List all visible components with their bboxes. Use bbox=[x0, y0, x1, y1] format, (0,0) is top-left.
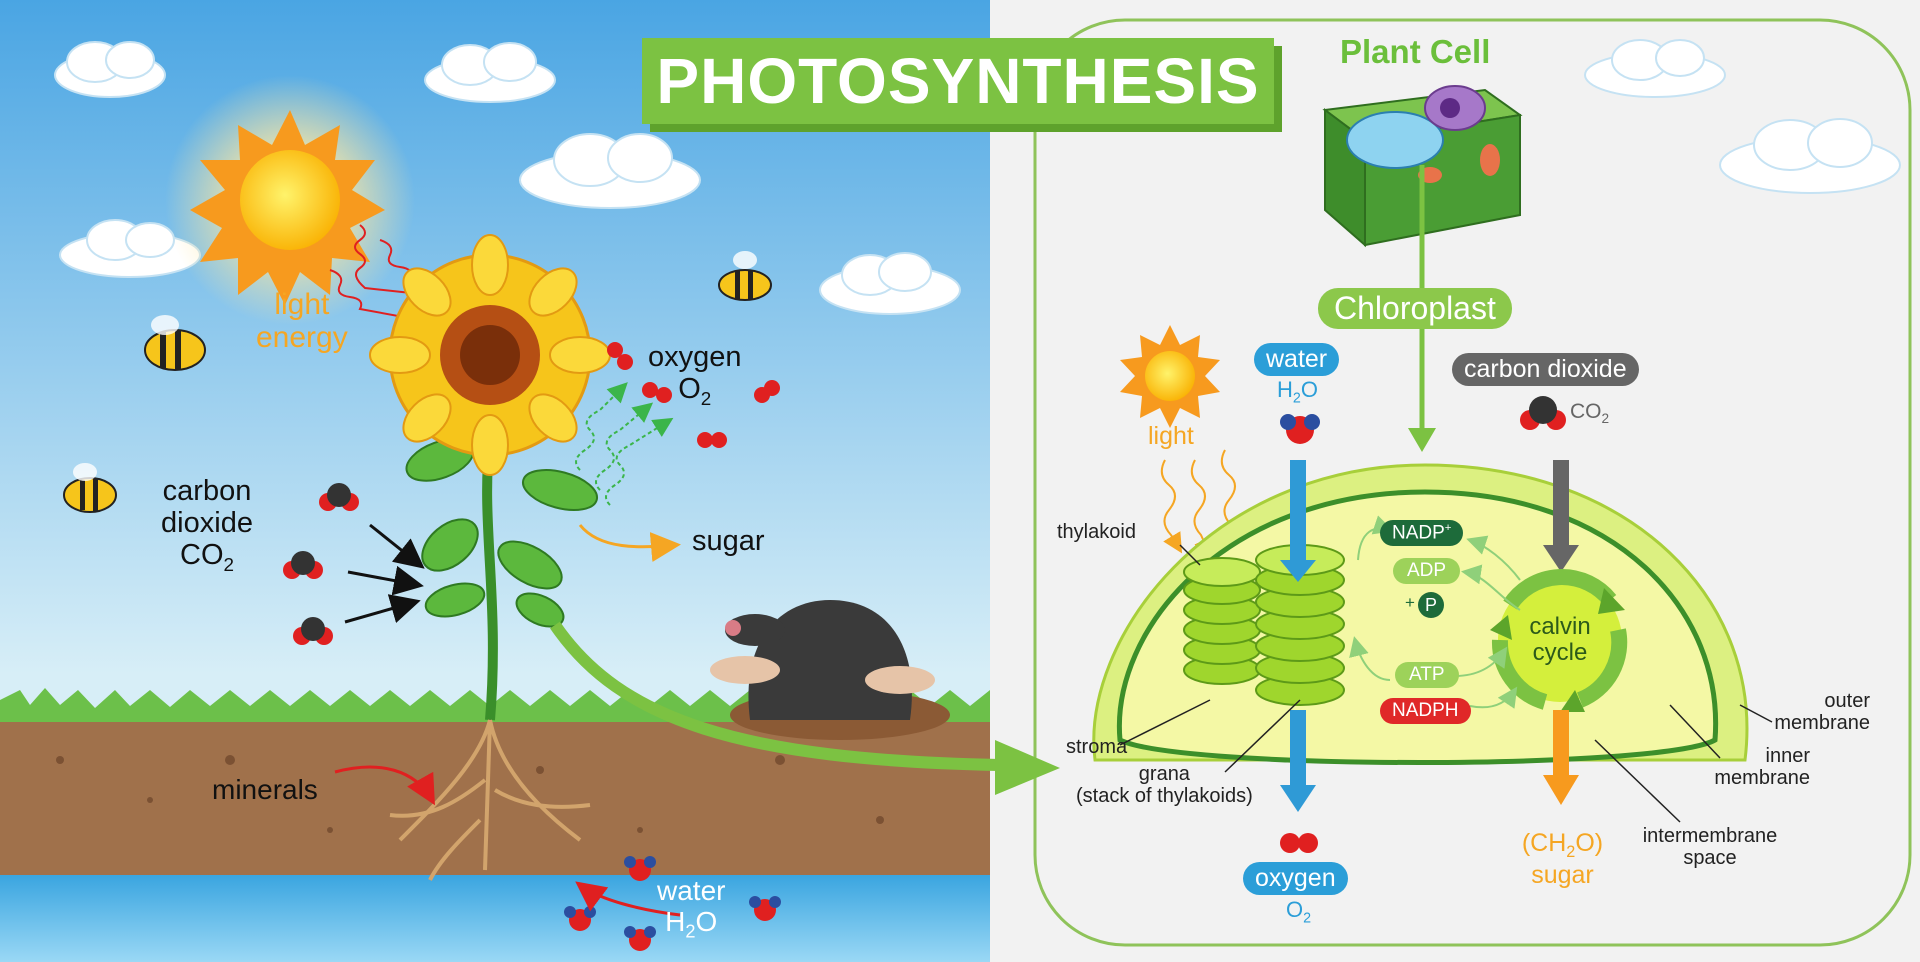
h2o-formula: H2O bbox=[665, 905, 718, 942]
roots bbox=[389, 719, 591, 881]
cloud-icon bbox=[54, 41, 961, 315]
minerals-arrow bbox=[334, 765, 435, 806]
cycle-word: cycle bbox=[1532, 639, 1588, 667]
plant-to-cell-arrow bbox=[550, 621, 1001, 771]
oxygen-formula: O2 bbox=[678, 372, 712, 409]
chloroplast-label: Chloroplast bbox=[1318, 288, 1512, 329]
light-energy-label: light energy bbox=[256, 288, 348, 354]
h2o-molecule-icon bbox=[1280, 414, 1320, 444]
phosphate-label: P bbox=[1418, 592, 1444, 618]
minerals-label: minerals bbox=[212, 774, 318, 805]
label-leader-lines bbox=[1119, 544, 1773, 823]
sun-icon bbox=[165, 75, 415, 325]
co2-input-arrows bbox=[344, 523, 425, 624]
o2-molecule-icon bbox=[1280, 833, 1318, 853]
ch2o-formula: (CH2O) bbox=[1521, 829, 1604, 861]
o2-molecule-icon bbox=[607, 342, 780, 448]
water-uptake-arrow bbox=[575, 881, 681, 917]
title-banner: PHOTOSYNTHESIS bbox=[642, 38, 1274, 124]
plant-cell-icon bbox=[1322, 85, 1523, 248]
plant-cell-label: Plant Cell bbox=[1340, 33, 1491, 70]
energy-word: energy bbox=[256, 321, 348, 354]
o2-formula: O2 bbox=[1286, 897, 1312, 927]
sugar-label: sugar bbox=[692, 525, 765, 557]
sugar-word: sugar bbox=[1531, 860, 1594, 889]
stroma-label: stroma bbox=[1066, 736, 1128, 758]
sun-icon bbox=[1120, 325, 1220, 428]
oxygen-word: oxygen bbox=[648, 341, 742, 373]
light-word: light bbox=[274, 288, 330, 321]
grana-description: (stack of thylakoids) bbox=[1076, 785, 1253, 807]
light-arrows bbox=[1160, 449, 1243, 559]
thylakoid-stack-left bbox=[1183, 557, 1261, 685]
water-word: water bbox=[657, 875, 726, 906]
sugar-flow-arrow bbox=[1543, 710, 1579, 805]
co2-formula: CO2 bbox=[180, 538, 234, 575]
calvin-word: calvin bbox=[1529, 613, 1591, 640]
nadph-label: NADPH bbox=[1380, 698, 1471, 724]
page-title: PHOTOSYNTHESIS bbox=[656, 45, 1260, 117]
sunflower-icon bbox=[369, 234, 611, 476]
co2-molecule-icon bbox=[283, 483, 359, 645]
sugar-label: (CH2O) sugar bbox=[1520, 829, 1605, 889]
h2o-formula: H2O bbox=[1277, 377, 1318, 407]
outdoor-scene bbox=[0, 0, 990, 962]
cloud-icon bbox=[1584, 39, 1901, 194]
outer-membrane-label: outer membrane bbox=[1774, 690, 1870, 734]
oxygen-label: oxygen O2 bbox=[648, 341, 742, 409]
mole-icon bbox=[710, 600, 950, 740]
groundwater bbox=[0, 875, 990, 962]
bee-icon bbox=[63, 251, 772, 513]
grana-label: grana (stack of thylakoids) bbox=[1076, 763, 1253, 807]
co2-molecule-icon bbox=[1520, 396, 1566, 430]
oxygen-label: oxygen bbox=[1243, 862, 1348, 895]
carbon-dioxide-label: carbon dioxide CO2 bbox=[152, 475, 262, 575]
light-label: light bbox=[1148, 422, 1194, 450]
thylakoid-label: thylakoid bbox=[1057, 521, 1136, 543]
intermembrane-space-label: intermembrane space bbox=[1642, 825, 1778, 869]
h2o-molecule-icon bbox=[564, 856, 781, 951]
carbon-dioxide-label: carbon dioxide bbox=[1452, 353, 1639, 386]
adp-label: ADP bbox=[1393, 558, 1461, 584]
phosphate-plus: + bbox=[1405, 593, 1415, 612]
co2-formula: CO2 bbox=[1570, 400, 1610, 427]
plant-stem bbox=[482, 439, 498, 721]
water-flow-arrow bbox=[1280, 460, 1316, 812]
sugar-arrow bbox=[578, 524, 681, 562]
carbon-word: carbon bbox=[162, 475, 252, 507]
nadp-plus-label: NADP+ bbox=[1380, 520, 1464, 547]
dioxide-word: dioxide bbox=[161, 506, 253, 539]
water-label: water bbox=[1254, 343, 1340, 376]
atp-label: ATP bbox=[1395, 662, 1459, 688]
calvin-cycle-label: calvin cycle bbox=[1517, 613, 1603, 667]
inner-membrane-label: inner membrane bbox=[1714, 745, 1810, 789]
cycle-connector-arrows bbox=[1349, 515, 1521, 709]
grana-word: grana bbox=[1138, 763, 1190, 785]
water-label: water H2O bbox=[657, 875, 726, 942]
co2-flow-arrow bbox=[1543, 460, 1579, 572]
thylakoid-stack-right bbox=[1255, 544, 1345, 706]
